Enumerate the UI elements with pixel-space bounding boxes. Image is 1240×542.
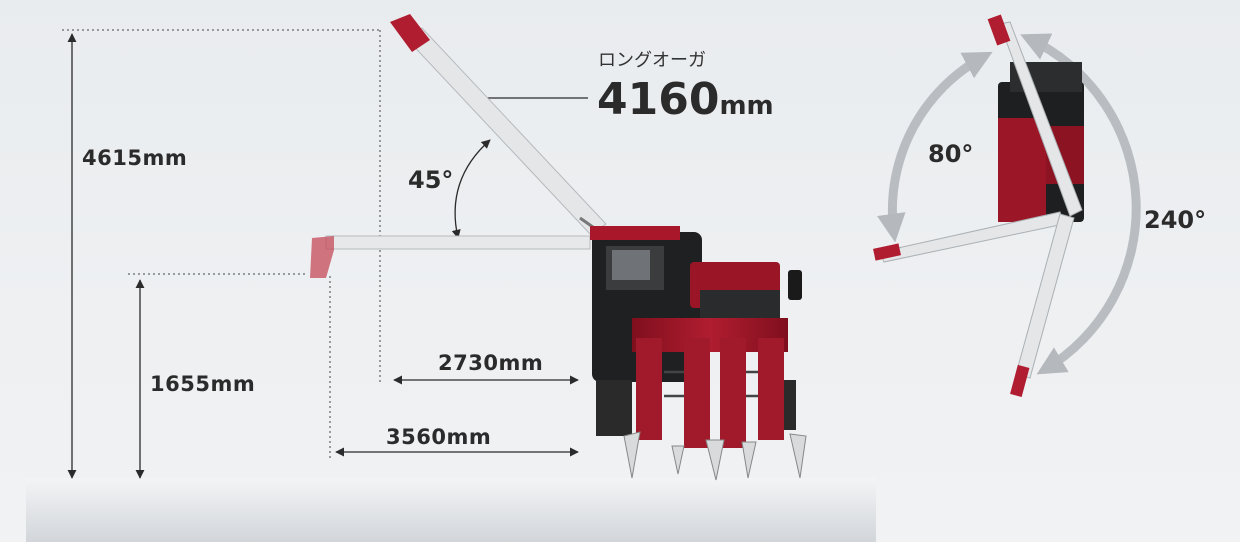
dimension-reach-side: 3560mm <box>386 425 492 449</box>
angle-raise: 45° <box>408 166 454 194</box>
callout-leader <box>478 95 588 101</box>
auger-horizontal <box>310 235 591 278</box>
angle-swing-right: 240° <box>1144 206 1207 234</box>
reference-lines <box>62 29 381 460</box>
callout-unit: mm <box>719 91 774 121</box>
combine-top-view <box>873 14 1084 398</box>
dimension-arrows <box>67 33 579 479</box>
dimension-reach-45: 2730mm <box>438 351 544 375</box>
dimension-total-height: 4615mm <box>82 146 188 170</box>
combine-harvester <box>590 226 807 481</box>
callout-value-line: 4160mm <box>597 78 774 122</box>
auger-raised <box>390 14 607 235</box>
callout-value: 4160 <box>597 74 720 125</box>
callout-title: ロングオーガ <box>598 50 706 71</box>
angle-swing-left: 80° <box>928 140 974 168</box>
swing-arrow-80 <box>877 51 993 243</box>
dimension-side-height: 1655mm <box>150 372 256 396</box>
angle-arc-45 <box>451 139 491 239</box>
floor-band <box>26 478 876 542</box>
